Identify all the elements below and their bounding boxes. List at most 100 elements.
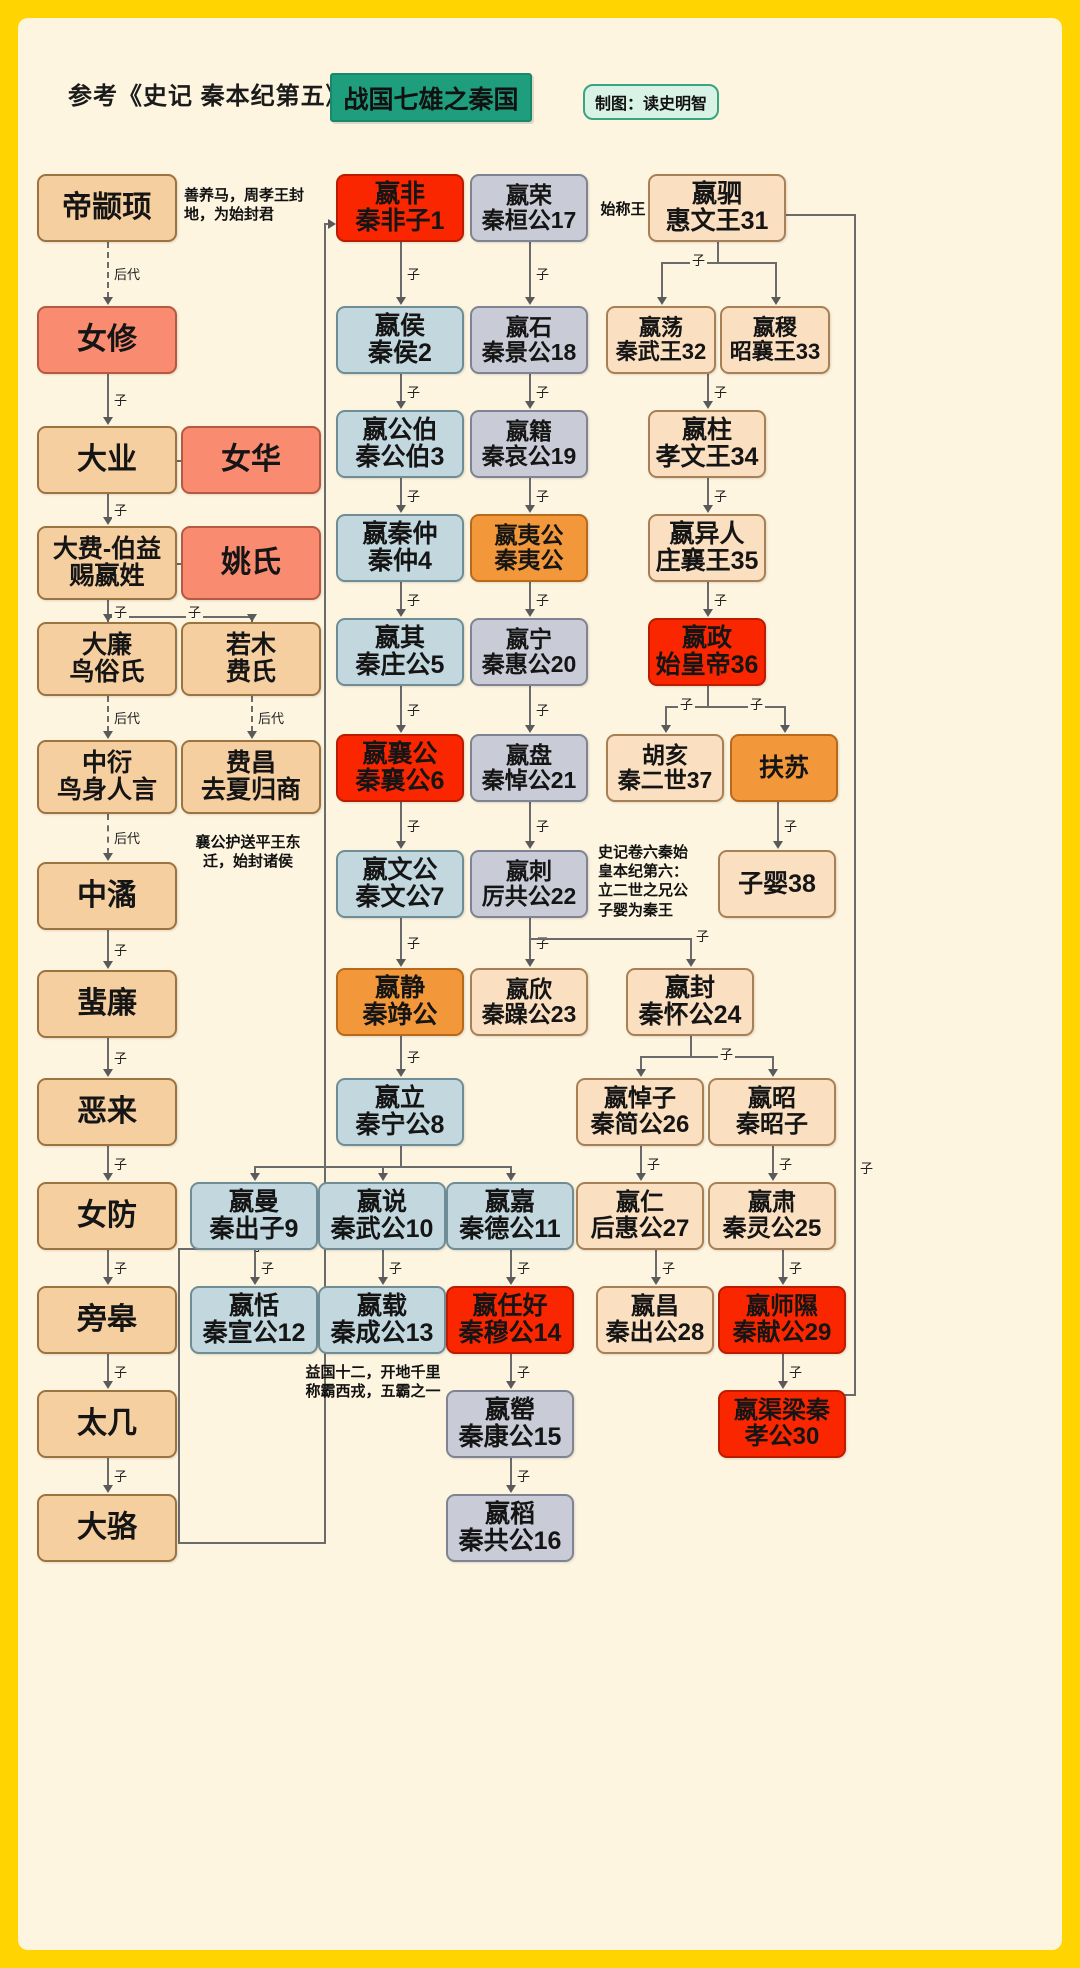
- node-18[interactable]: 嬴石秦景公18: [470, 306, 588, 374]
- node-04[interactable]: 嬴秦仲秦仲4: [336, 514, 464, 582]
- node-08-jing[interactable]: 嬴静秦竫公: [336, 968, 464, 1036]
- node-fusu[interactable]: 扶苏: [730, 734, 838, 802]
- node-10[interactable]: 嬴说秦武公10: [318, 1182, 446, 1250]
- node-15[interactable]: 嬴罃秦康公15: [446, 1390, 574, 1458]
- node-label-primary: 嬴嘉: [484, 1188, 535, 1216]
- edge-label-son: 子: [405, 264, 423, 283]
- node-22[interactable]: 嬴刺厉共公22: [470, 850, 588, 918]
- node-feilian[interactable]: 蜚廉: [37, 970, 177, 1038]
- node-28[interactable]: 嬴昌秦出公28: [596, 1286, 714, 1354]
- node-label-primary: 子婴38: [738, 869, 816, 898]
- node-yaoshi[interactable]: 姚氏: [181, 526, 321, 600]
- node-label-primary: 嬴刺: [506, 858, 552, 885]
- node-nufang[interactable]: 女防: [37, 1182, 177, 1250]
- node-zhongyan[interactable]: 中衍鸟身人言: [37, 740, 177, 814]
- node-zhaozi[interactable]: 嬴昭秦昭子: [708, 1078, 836, 1146]
- node-dafei[interactable]: 大费-伯益赐嬴姓: [37, 526, 177, 600]
- node-daye[interactable]: 大业: [37, 426, 177, 494]
- node-yigong[interactable]: 嬴夷公秦夷公: [470, 514, 588, 582]
- node-label-primary: 嬴荡: [638, 315, 683, 341]
- node-taiji[interactable]: 太几: [37, 1390, 177, 1458]
- node-label-secondary: 孝文王34: [655, 443, 759, 471]
- node-09[interactable]: 嬴曼秦出子9: [190, 1182, 318, 1250]
- connector-line: [107, 494, 109, 518]
- connector-line: [400, 1036, 402, 1070]
- node-16[interactable]: 嬴稻秦共公16: [446, 1494, 574, 1562]
- node-nuhua[interactable]: 女华: [181, 426, 321, 494]
- arrow-head: [525, 609, 535, 617]
- node-label-secondary: 秦夷公: [494, 547, 564, 573]
- node-26[interactable]: 嬴悼子秦简公26: [576, 1078, 704, 1146]
- node-feichang[interactable]: 费昌去夏归商: [181, 740, 321, 814]
- node-31[interactable]: 嬴驷惠文王31: [648, 174, 786, 242]
- node-30[interactable]: 嬴渠梁秦孝公30: [718, 1390, 846, 1458]
- edge-label-son: 子: [787, 1258, 805, 1277]
- edge-label-son: 子: [405, 382, 423, 401]
- arrow-head: [703, 401, 713, 409]
- node-38[interactable]: 子婴38: [718, 850, 836, 918]
- node-label-secondary: 秦宁公8: [355, 1111, 445, 1139]
- node-panggao[interactable]: 旁皋: [37, 1286, 177, 1354]
- node-33[interactable]: 嬴稷昭襄王33: [720, 306, 830, 374]
- node-02[interactable]: 嬴侯秦侯2: [336, 306, 464, 374]
- node-11[interactable]: 嬴嘉秦德公11: [446, 1182, 574, 1250]
- node-37[interactable]: 胡亥秦二世37: [606, 734, 724, 802]
- node-dalian[interactable]: 大廉鸟俗氏: [37, 622, 177, 696]
- node-29[interactable]: 嬴师隰秦献公29: [718, 1286, 846, 1354]
- node-08[interactable]: 嬴立秦宁公8: [336, 1078, 464, 1146]
- connector-line: [324, 223, 330, 225]
- connector-line: [640, 1146, 642, 1174]
- node-24[interactable]: 嬴封秦怀公24: [626, 968, 754, 1036]
- edge-label-son: 子: [694, 926, 712, 945]
- node-34[interactable]: 嬴柱孝文王34: [648, 410, 766, 478]
- node-07[interactable]: 嬴文公秦文公7: [336, 850, 464, 918]
- node-05[interactable]: 嬴其秦庄公5: [336, 618, 464, 686]
- node-label-primary: 女修: [77, 322, 137, 356]
- edge-label-son: 子: [748, 694, 766, 713]
- arrow-head: [396, 841, 406, 849]
- node-35[interactable]: 嬴异人庄襄王35: [648, 514, 766, 582]
- arrow-head: [103, 1069, 113, 1077]
- connector-line: [254, 1166, 256, 1174]
- edge-label-son: 子: [112, 500, 130, 519]
- node-dizhuanxu[interactable]: 帝颛顼: [37, 174, 177, 242]
- edge-label-son: 子: [112, 1048, 130, 1067]
- connector-line: [854, 214, 856, 1394]
- note-shichengwang: 始称王: [600, 201, 646, 218]
- node-ruomu[interactable]: 若木费氏: [181, 622, 321, 696]
- node-12[interactable]: 嬴恬秦宣公12: [190, 1286, 318, 1354]
- node-06[interactable]: 嬴襄公秦襄公6: [336, 734, 464, 802]
- node-20[interactable]: 嬴宁秦惠公20: [470, 618, 588, 686]
- node-label-primary: 嬴夷公: [494, 522, 564, 549]
- node-03[interactable]: 嬴公伯秦公伯3: [336, 410, 464, 478]
- node-19[interactable]: 嬴籍秦哀公19: [470, 410, 588, 478]
- node-label-primary: 胡亥: [642, 742, 688, 769]
- node-25[interactable]: 嬴肃秦灵公25: [708, 1182, 836, 1250]
- node-27[interactable]: 嬴仁后惠公27: [576, 1182, 704, 1250]
- node-label-primary: 嬴异人: [669, 520, 745, 548]
- node-elai[interactable]: 恶来: [37, 1078, 177, 1146]
- node-14[interactable]: 嬴任好秦穆公14: [446, 1286, 574, 1354]
- node-01[interactable]: 嬴非秦非子1: [336, 174, 464, 242]
- edge-label-son: 子: [405, 933, 423, 952]
- node-label-secondary: 鸟身人言: [56, 776, 157, 804]
- node-nuxiu[interactable]: 女修: [37, 306, 177, 374]
- node-label-secondary: 秦文公7: [355, 883, 445, 911]
- arrow-head: [703, 609, 713, 617]
- node-32[interactable]: 嬴荡秦武王32: [606, 306, 716, 374]
- node-23[interactable]: 嬴欣秦躁公23: [470, 968, 588, 1036]
- edge-label-son: 子: [534, 264, 552, 283]
- node-daluo[interactable]: 大骆: [37, 1494, 177, 1562]
- node-label-primary: 大业: [77, 442, 137, 476]
- node-zhongjue[interactable]: 中潏: [37, 862, 177, 930]
- node-label-secondary: 秦仲4: [368, 547, 432, 575]
- node-17[interactable]: 嬴荣秦桓公17: [470, 174, 588, 242]
- node-21[interactable]: 嬴盘秦悼公21: [470, 734, 588, 802]
- node-13[interactable]: 嬴载秦成公13: [318, 1286, 446, 1354]
- connector-line: [717, 242, 719, 262]
- connector-line: [178, 1542, 326, 1544]
- node-label-primary: 嬴文公: [362, 856, 438, 884]
- connector-line: [707, 478, 709, 506]
- node-36[interactable]: 嬴政始皇帝36: [648, 618, 766, 686]
- node-label-primary: 嬴稻: [484, 1500, 535, 1528]
